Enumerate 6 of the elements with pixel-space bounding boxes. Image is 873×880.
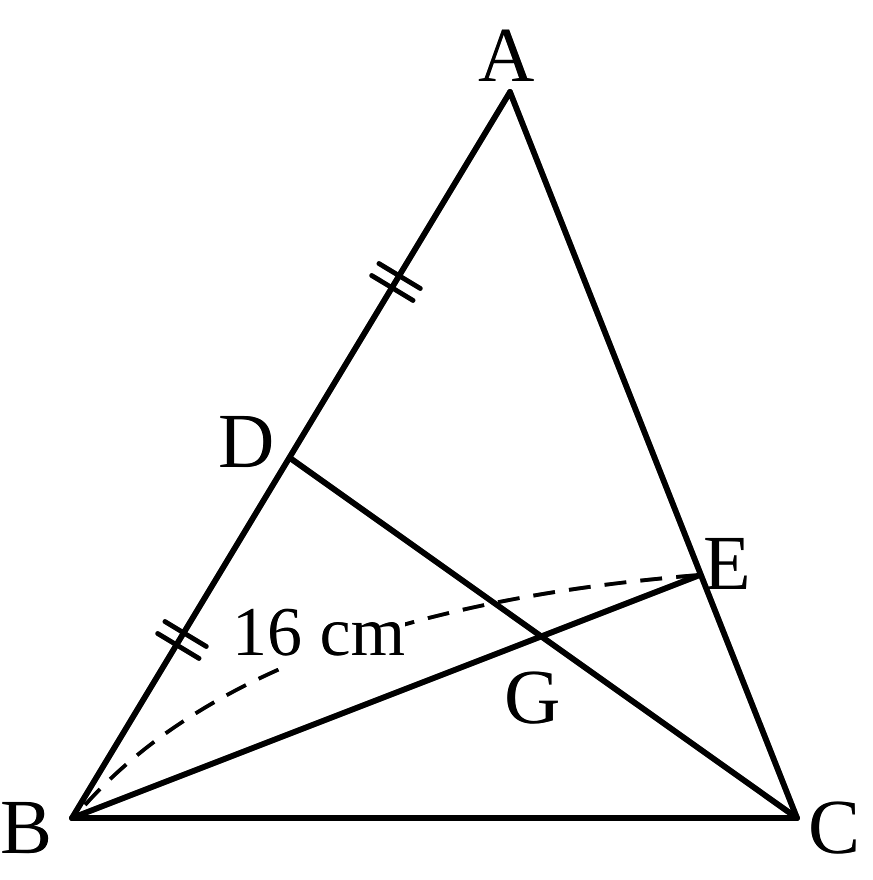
vertex-label: A xyxy=(478,16,534,94)
vertex-label: E xyxy=(703,524,751,602)
vertex-label: B xyxy=(0,788,52,866)
vertex-label: C xyxy=(808,788,860,866)
point-label: G xyxy=(504,658,560,736)
vertex-label: D xyxy=(218,402,274,480)
